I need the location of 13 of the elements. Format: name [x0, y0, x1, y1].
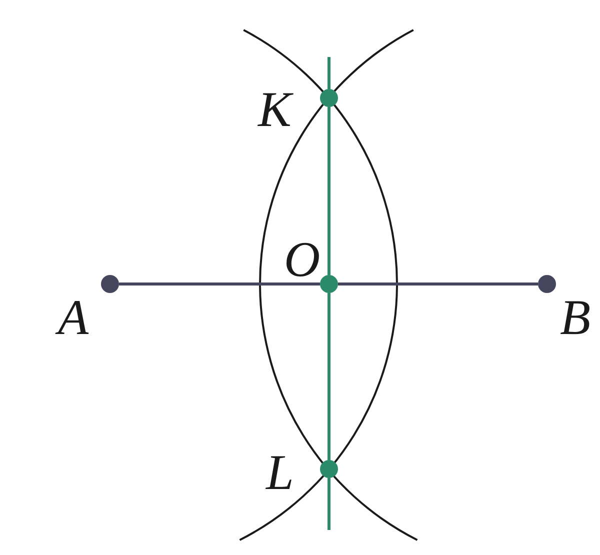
point-dot — [320, 275, 338, 293]
line-segment — [328, 293, 330, 460]
line-segment — [338, 282, 538, 286]
point-label: B — [560, 292, 591, 342]
point-label: O — [284, 234, 320, 284]
point-dot — [538, 275, 556, 293]
line-segment — [328, 107, 330, 275]
point-dot — [101, 275, 119, 293]
point-dot — [320, 89, 338, 107]
point-label: L — [266, 447, 294, 497]
line-segment — [119, 282, 320, 286]
point-label: K — [258, 84, 292, 134]
point-dot — [320, 460, 338, 478]
